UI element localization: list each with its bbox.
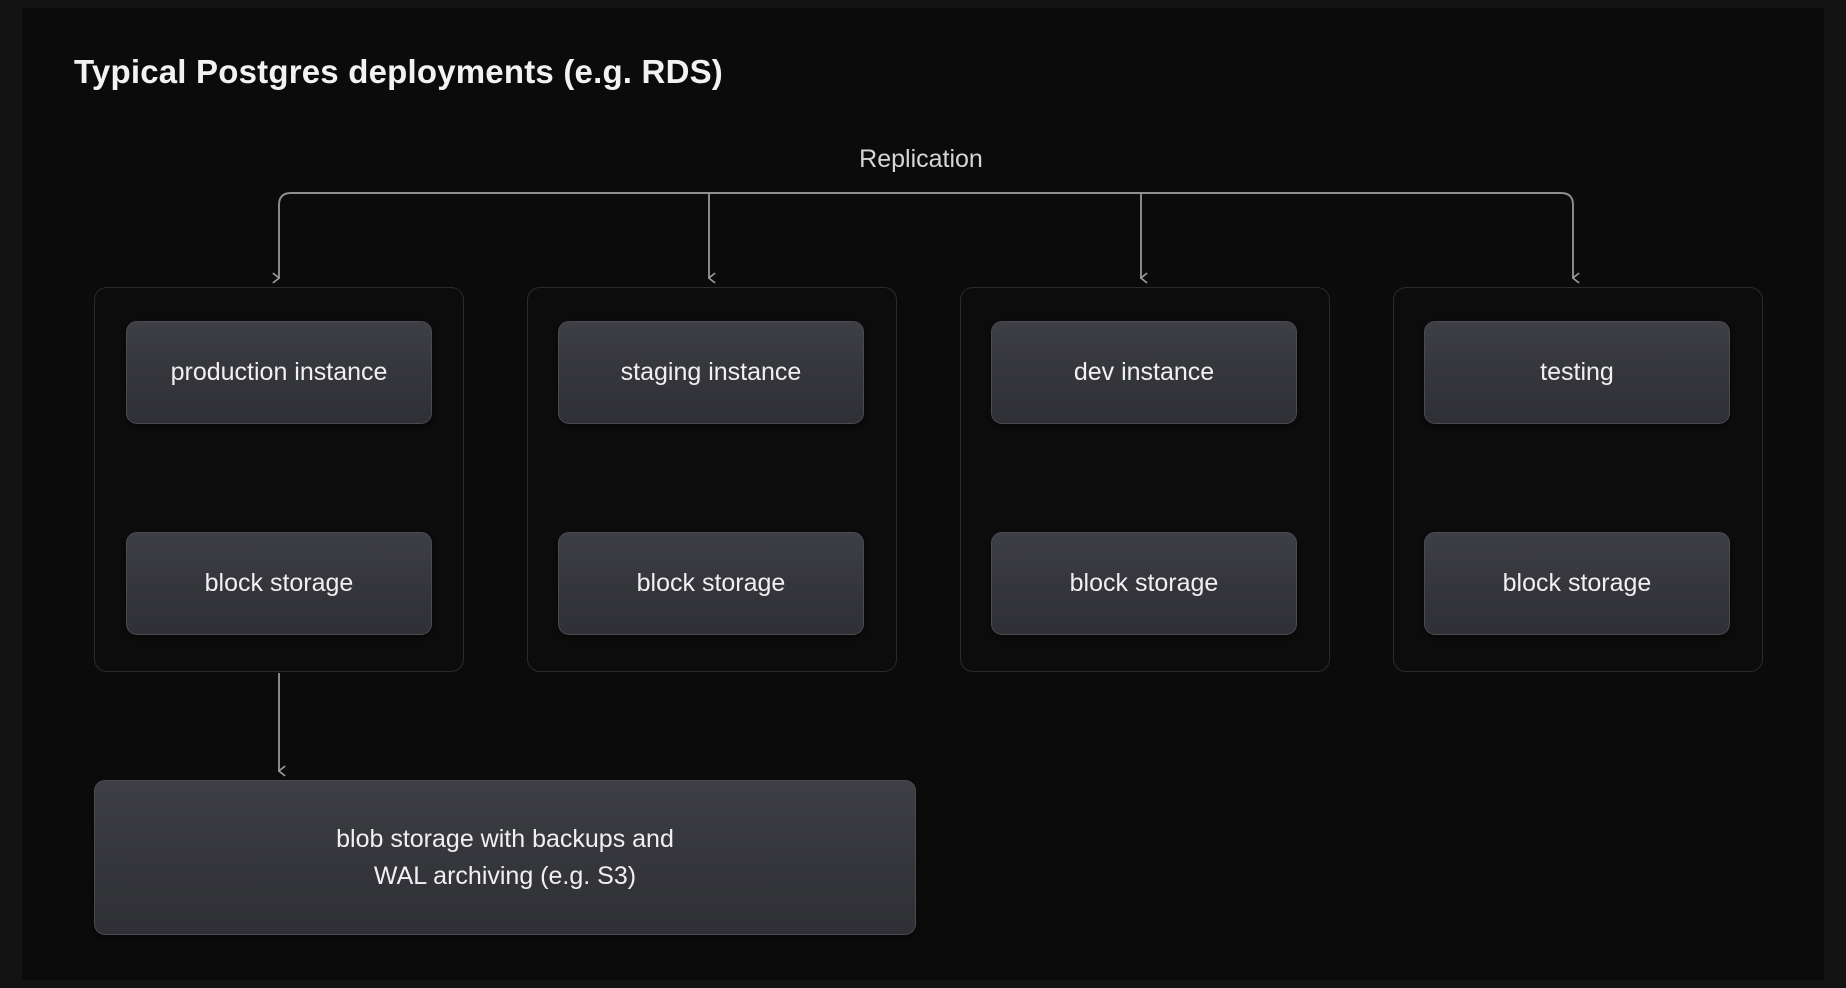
node-dev-block-storage[interactable]: block storage xyxy=(991,532,1297,635)
node-label: block storage xyxy=(1069,569,1219,597)
node-label: block storage xyxy=(204,569,354,597)
node-label: production instance xyxy=(170,358,388,386)
node-label: block storage xyxy=(1502,569,1652,597)
node-label: block storage xyxy=(636,569,786,597)
node-dev-instance[interactable]: dev instance xyxy=(991,321,1297,424)
page-title: Typical Postgres deployments (e.g. RDS) xyxy=(74,53,723,90)
replication-label: Replication xyxy=(859,145,983,173)
slide-canvas: Typical Postgres deployments (e.g. RDS) … xyxy=(22,8,1824,980)
node-testing-block-storage[interactable]: block storage xyxy=(1424,532,1730,635)
node-staging-block-storage[interactable]: block storage xyxy=(558,532,864,635)
node-production-instance[interactable]: production instance xyxy=(126,321,432,424)
node-blob-storage[interactable]: blob storage with backups and WAL archiv… xyxy=(94,780,916,935)
blob-storage-line-1: blob storage with backups and xyxy=(336,824,674,853)
node-staging-instance[interactable]: staging instance xyxy=(558,321,864,424)
node-label: dev instance xyxy=(1073,358,1215,386)
node-label: staging instance xyxy=(620,358,802,386)
node-testing-instance[interactable]: testing xyxy=(1424,321,1730,424)
blob-storage-line-2: WAL archiving (e.g. S3) xyxy=(373,861,637,890)
node-label: testing xyxy=(1540,358,1614,386)
node-production-block-storage[interactable]: block storage xyxy=(126,532,432,635)
